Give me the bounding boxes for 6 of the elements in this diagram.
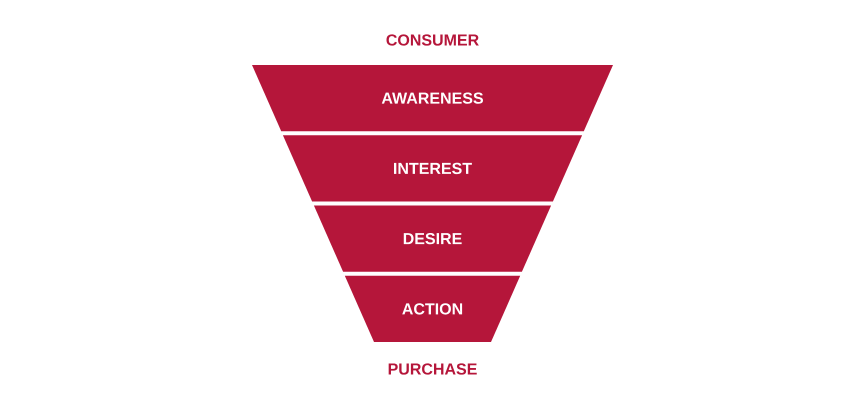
stage-label: PURCHASE: [388, 363, 477, 375]
funnel-band: AWARENESS: [252, 65, 613, 132]
funnel-band: DESIRE: [314, 206, 552, 272]
funnel-band: ACTION: [344, 276, 520, 342]
funnel-band: INTEREST: [282, 135, 582, 202]
stage-label: CONSUMER: [386, 34, 479, 46]
